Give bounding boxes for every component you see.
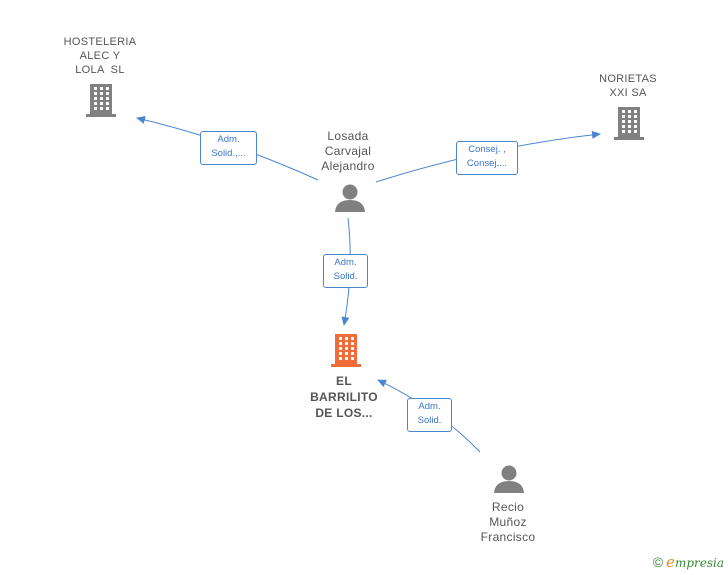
edge-label-recio-barrilito[interactable]: Adm. Solid. <box>407 398 452 432</box>
building-window <box>100 97 103 100</box>
building-window <box>351 352 354 355</box>
building-window <box>100 92 103 95</box>
building-window <box>622 110 625 113</box>
building-window <box>339 357 342 360</box>
node-label-recio[interactable]: Recio Muñoz Francisco <box>480 500 536 544</box>
building-window <box>345 357 348 360</box>
building-window <box>622 120 625 123</box>
edge-label-losada-hosteleria[interactable]: Adm. Solid.,... <box>200 131 257 165</box>
building-window <box>106 107 109 110</box>
building-window <box>628 130 631 133</box>
building-window <box>628 115 631 118</box>
person-icon-losada[interactable] <box>335 184 365 213</box>
building-window <box>634 110 637 113</box>
building-icon-barrilito[interactable] <box>331 334 361 367</box>
building-window <box>628 110 631 113</box>
building-window <box>106 97 109 100</box>
empresia-logo[interactable]: © empresia <box>653 553 724 571</box>
building-window <box>628 125 631 128</box>
building-window <box>634 120 637 123</box>
building-window <box>106 102 109 105</box>
copyright-icon: © <box>652 554 664 570</box>
building-window <box>351 342 354 345</box>
building-window <box>345 337 348 340</box>
building-window <box>345 352 348 355</box>
building-window <box>94 92 97 95</box>
edge-label-losada-norietas[interactable]: Consej. , Consej.... <box>456 141 518 175</box>
node-label-barrilito[interactable]: EL BARRILITO DE LOS... <box>310 374 378 420</box>
person-icon-recio[interactable] <box>494 465 524 494</box>
building-window <box>634 115 637 118</box>
building-window <box>94 87 97 90</box>
building-window <box>634 125 637 128</box>
brand-name: empresia <box>666 553 724 571</box>
building-icon-hosteleria[interactable] <box>86 84 116 117</box>
node-label-norietas[interactable]: NORIETAS XXI SA <box>599 73 657 99</box>
building-window <box>94 102 97 105</box>
building-window <box>351 357 354 360</box>
building-window <box>345 342 348 345</box>
building-window <box>94 97 97 100</box>
building-window <box>345 347 348 350</box>
node-label-losada[interactable]: Losada Carvajal Alejandro <box>321 129 375 173</box>
building-window <box>634 130 637 133</box>
building-window <box>94 107 97 110</box>
building-window <box>339 337 342 340</box>
building-window <box>351 337 354 340</box>
building-window <box>351 347 354 350</box>
node-label-hosteleria[interactable]: HOSTELERIA ALEC Y LOLA SL <box>63 36 137 76</box>
building-icon-norietas[interactable] <box>614 107 644 140</box>
building-window <box>339 342 342 345</box>
building-window <box>106 87 109 90</box>
building-window <box>106 92 109 95</box>
building-window <box>622 130 625 133</box>
building-window <box>628 120 631 123</box>
building-window <box>100 102 103 105</box>
building-window <box>100 87 103 90</box>
edge-label-losada-barrilito[interactable]: Adm. Solid. <box>323 254 368 288</box>
building-window <box>339 347 342 350</box>
building-window <box>622 115 625 118</box>
building-window <box>339 352 342 355</box>
building-window <box>100 107 103 110</box>
building-window <box>622 125 625 128</box>
